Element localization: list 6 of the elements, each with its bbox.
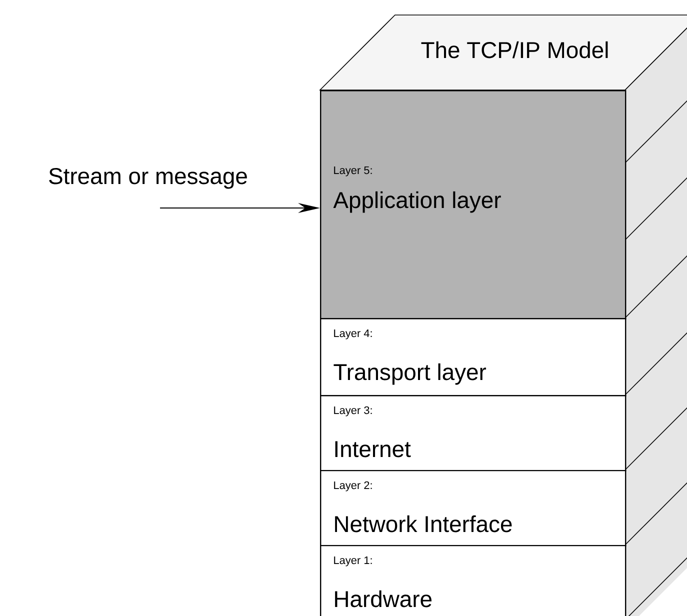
layer-box: Layer 2: Network Interface bbox=[320, 470, 626, 546]
label: Stream or message bbox=[49, 168, 247, 189]
layer-box: Layer 4: Transport layer bbox=[320, 318, 626, 396]
layer-box: Layer 3: Internet bbox=[320, 395, 626, 472]
layer-box: Layer 5: Application layer bbox=[320, 90, 626, 320]
layer-box: Layer 1: Hardware bbox=[320, 545, 626, 616]
